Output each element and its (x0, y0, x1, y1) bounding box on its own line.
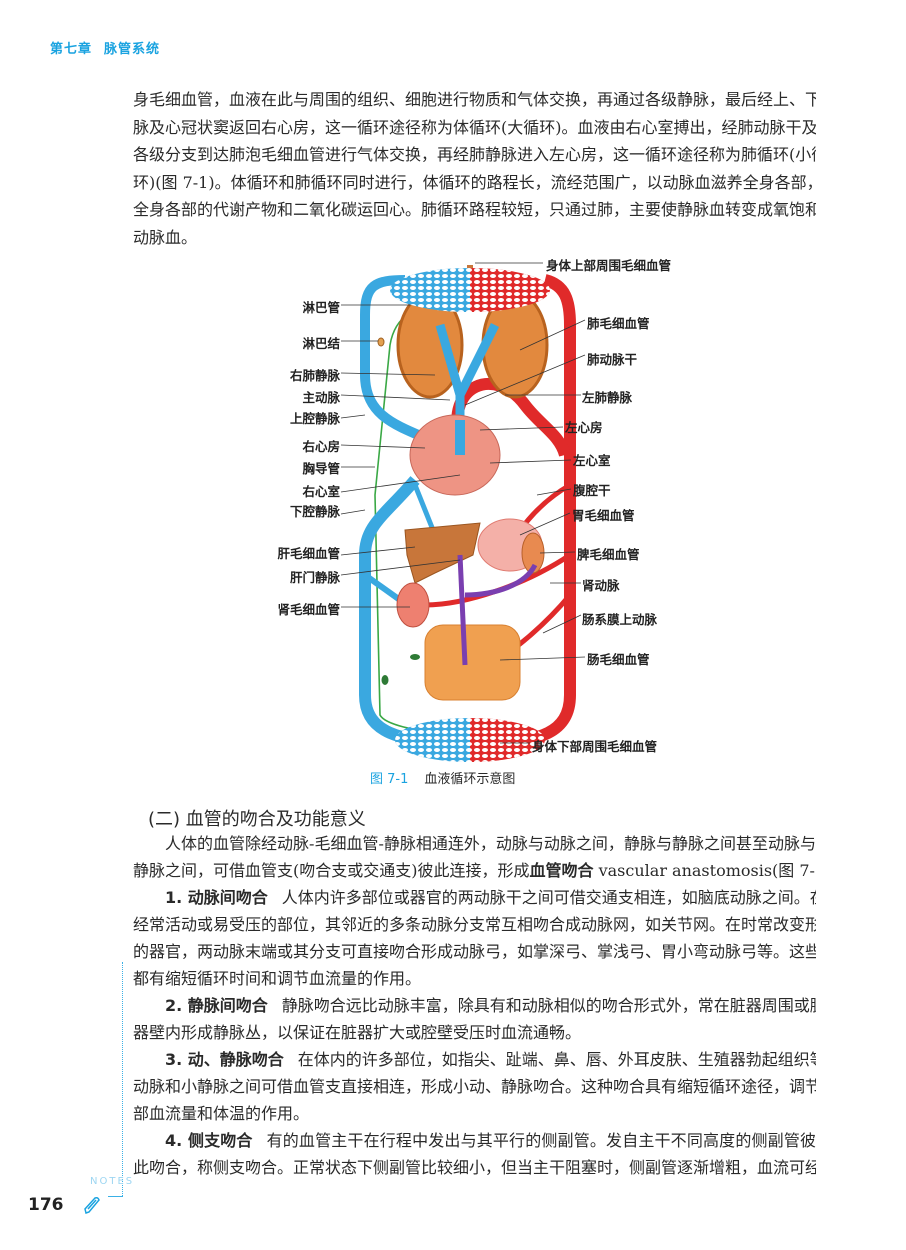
item-heading: 4. 侧支吻合 (165, 1131, 253, 1150)
text-line: 各级分支到达肺泡毛细血管进行气体交换，再经肺静脉进入左心房，这一循环途径称为肺循… (133, 145, 816, 164)
label-lymph-node: 淋巴结 (302, 336, 340, 351)
label-hepatic-capillaries: 肝毛细血管 (277, 546, 340, 561)
text-line: 此吻合，称侧支吻合。正常状态下侧副管比较细小，但当主干阻塞时，侧副管逐渐增粗，血… (133, 1158, 816, 1177)
text-line: 4. 侧支吻合有的血管主干在行程中发出与其平行的侧副管。发自主干不同高度的侧副管… (133, 1127, 816, 1154)
text-line: 3. 动、静脉吻合在体内的许多部位，如指尖、趾端、鼻、唇、外耳皮肤、生殖器勃起组… (133, 1046, 816, 1073)
text-line: 身毛细血管，血液在此与周围的组织、细胞进行物质和气体交换，再通过各级静脉，最后经… (133, 90, 816, 109)
text-line: 的器官，两动脉末端或其分支可直接吻合形成动脉弓，如掌深弓、掌浅弓、胃小弯动脉弓等… (133, 942, 816, 961)
section-heading: (二) 血管的吻合及功能意义 (148, 809, 366, 830)
pencil-icon (84, 1197, 100, 1214)
text-line: 1. 动脉间吻合人体内许多部位或器官的两动脉干之间可借交通支相连，如脑底动脉之间… (133, 884, 816, 911)
text-line: 环)(图 7-1)。体循环和肺循环同时进行，体循环的路程长，流经范围广，以动脉血… (133, 172, 816, 192)
text-line: 部血流量和体温的作用。 (133, 1104, 310, 1123)
page-number: 176 (28, 1195, 64, 1215)
intestine (424, 624, 521, 701)
figure-caption: 图 7-1 血液循环示意图 (370, 768, 515, 787)
text-line: 静脉之间，可借血管支(吻合支或交通支)彼此连接，形成血管吻合 vascular … (133, 857, 816, 884)
lymph-node (410, 654, 420, 660)
label-left-pulmonary-vein: 左肺静脉 (582, 390, 633, 405)
circulation-diagram (340, 262, 586, 762)
text-line: 动脉血。 (133, 227, 198, 247)
label-left-atrium: 左心房 (565, 420, 603, 435)
intro-paragraph: 身毛细血管，血液在此与周围的组织、细胞进行物质和气体交换，再通过各级静脉，最后经… (133, 86, 816, 251)
text-run: 静脉之间，可借血管支(吻合支或交通支)彼此连接，形成 (133, 861, 530, 880)
text-line: 都有缩短循环时间和调节血流量的作用。 (133, 969, 422, 988)
text-run: 静脉吻合远比动脉丰富，除具有和动脉相似的吻合形式外，常在脏器周围或脏 (281, 996, 816, 1015)
label-superior-vena-cava: 上腔静脉 (289, 411, 340, 426)
item-heading: 2. 静脉间吻合 (165, 996, 268, 1015)
label-upper-body-capillaries: 身体上部周围毛细血管 (546, 258, 672, 273)
running-header: 第七章脉管系统 (50, 38, 160, 57)
lymph-node (381, 675, 389, 685)
label-inferior-vena-cava: 下腔静脉 (289, 504, 340, 519)
text-line: 2. 静脉间吻合静脉吻合远比动脉丰富，除具有和动脉相似的吻合形式外，常在脏器周围… (133, 992, 816, 1019)
kidney (396, 582, 430, 628)
label-pulmonary-capillaries: 肺毛细血管 (587, 316, 650, 331)
label-pulmonary-trunk: 肺动脉干 (587, 352, 638, 367)
figure-number: 图 7-1 (370, 772, 409, 787)
label-lower-body-capillaries: 身体下部周围毛细血管 (532, 739, 658, 754)
item-heading: 1. 动脉间吻合 (165, 888, 268, 907)
label-right-atrium: 右心房 (302, 439, 340, 454)
label-hepatic-portal-vein: 肝门静脉 (289, 570, 340, 585)
lymph-node (377, 337, 385, 347)
figure-title: 血液循环示意图 (424, 772, 516, 787)
text-run: 人体内许多部位或器官的两动脉干之间可借交通支相连，如脑底动脉之间。在 (281, 888, 816, 907)
section-body: 人体的血管除经动脉-毛细血管-静脉相通连外，动脉与动脉之间，静脉与静脉之间甚至动… (133, 830, 816, 1181)
label-thoracic-duct: 胸导管 (302, 461, 340, 476)
text-run: 在体内的许多部位，如指尖、趾端、鼻、唇、外耳皮肤、生殖器勃起组织等处，小 (297, 1050, 816, 1069)
text-run: vascular anastomosis(图 7-2A)。 (598, 861, 816, 880)
liver (404, 522, 481, 584)
label-right-ventricle: 右心室 (302, 484, 340, 499)
label-right-pulmonary-vein: 右肺静脉 (289, 368, 340, 383)
text-line: 器壁内形成静脉丛，以保证在脏器扩大或腔壁受压时血流通畅。 (133, 1023, 582, 1042)
text-run: 有的血管主干在行程中发出与其平行的侧副管。发自主干不同高度的侧副管彼 (266, 1131, 816, 1150)
superior-vena-cava (360, 275, 432, 445)
label-superior-mesenteric-artery: 肠系膜上动脉 (582, 612, 658, 627)
label-renal-artery: 肾动脉 (582, 578, 620, 593)
text-line: 脉及心冠状窦返回右心房，这一循环途径称为体循环(大循环)。血液由右心室搏出，经肺… (133, 117, 816, 137)
hepatic-portal-vein (457, 554, 538, 666)
text-line: 全身各部的代谢产物和二氧化碳运回心。肺循环路程较短，只通过肺，主要使静脉血转变成… (133, 200, 816, 219)
label-left-ventricle: 左心室 (573, 453, 611, 468)
label-aorta: 主动脉 (302, 390, 340, 405)
label-splenic-capillaries: 脾毛细血管 (577, 547, 640, 562)
label-intestinal-capillaries: 肠毛细血管 (587, 652, 650, 667)
label-lymphatic-vessel: 淋巴管 (302, 300, 340, 315)
text-line: 经常活动或易受压的部位，其邻近的多条动脉分支常互相吻合成动脉网，如关节网。在时常… (133, 915, 816, 934)
chapter-number: 第七章 (50, 42, 93, 57)
label-celiac-trunk: 腹腔干 (573, 483, 611, 498)
term-vascular-anastomosis: 血管吻合 (529, 861, 594, 880)
notes-underline (108, 1196, 123, 1197)
label-gastric-capillaries: 胃毛细血管 (572, 508, 635, 523)
text-line: 人体的血管除经动脉-毛细血管-静脉相通连外，动脉与动脉之间，静脉与静脉之间甚至动… (165, 834, 816, 853)
label-renal-capillaries: 肾毛细血管 (277, 602, 340, 617)
notes-margin-divider (122, 962, 123, 1196)
item-heading: 3. 动、静脉吻合 (165, 1050, 284, 1069)
chapter-title: 脉管系统 (104, 42, 161, 57)
notes-label: NOTES (90, 1176, 135, 1187)
text-line: 动脉和小静脉之间可借血管支直接相连，形成小动、静脉吻合。这种吻合具有缩短循环途径… (133, 1077, 816, 1096)
